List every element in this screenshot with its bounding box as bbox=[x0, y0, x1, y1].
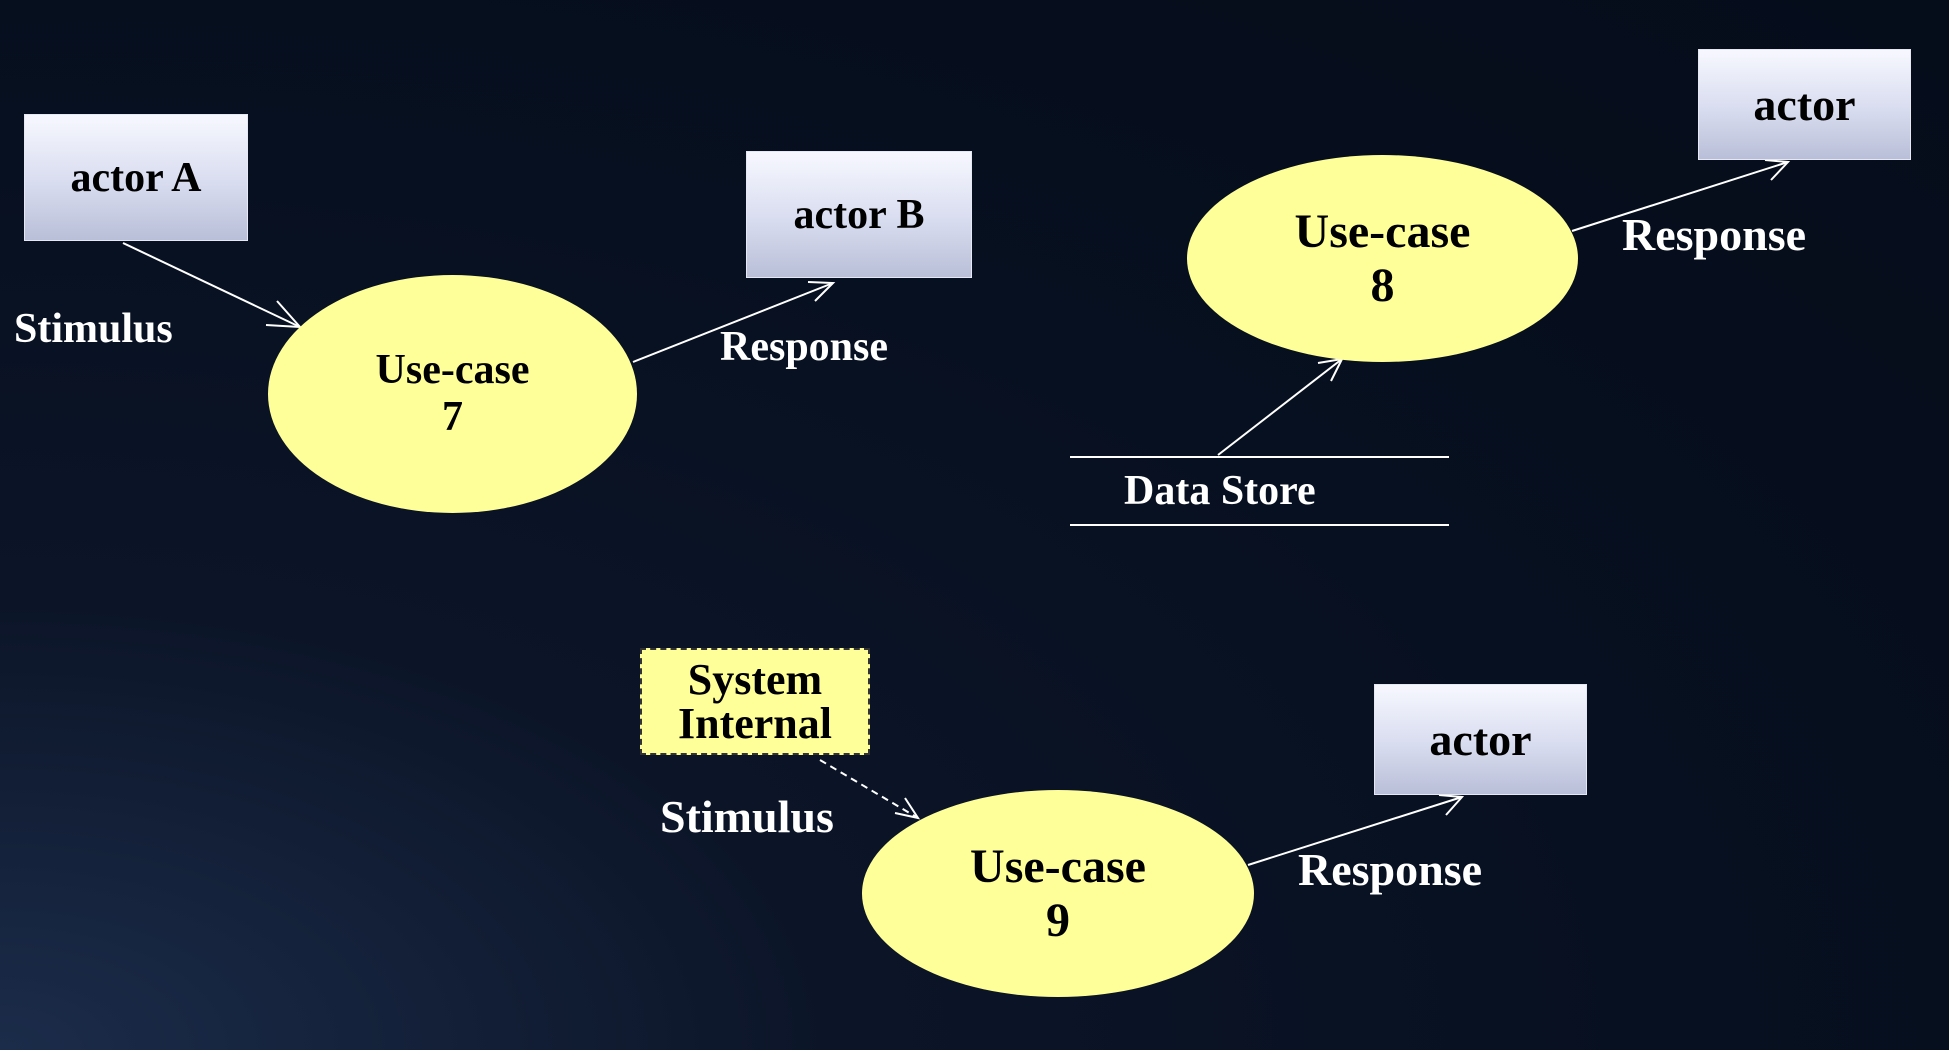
actor-b-box: actor B bbox=[746, 151, 972, 278]
use-case-8-number: 8 bbox=[1370, 258, 1395, 312]
response-arrowhead-8 bbox=[1764, 159, 1791, 181]
data-store-label: Data Store bbox=[1124, 468, 1316, 514]
actor-b-label: actor B bbox=[793, 191, 925, 238]
use-case-7-title: Use-case bbox=[375, 346, 530, 393]
response-label-9: Response bbox=[1298, 844, 1483, 895]
use-case-9-number: 9 bbox=[1046, 893, 1070, 947]
actor-box-9: actor bbox=[1374, 684, 1587, 795]
response-arrow-8 bbox=[1571, 161, 1789, 232]
system-internal-box: System Internal bbox=[640, 648, 870, 755]
actor-a-label: actor A bbox=[70, 154, 202, 201]
stimulus-label-7: Stimulus bbox=[14, 306, 173, 352]
response-label-7: Response bbox=[720, 324, 889, 370]
system-internal-line1: System bbox=[687, 654, 823, 704]
response-arrow-7 bbox=[632, 282, 834, 363]
stimulus-dashed-arrow-9 bbox=[819, 759, 919, 819]
use-case-9: Use-case 9 bbox=[862, 790, 1254, 997]
stimulus-arrow-7 bbox=[122, 242, 301, 328]
response-arrow-9 bbox=[1247, 796, 1463, 866]
use-case-7: Use-case 7 bbox=[268, 275, 637, 513]
response-arrowhead-7 bbox=[807, 281, 836, 302]
response-label-8: Response bbox=[1622, 209, 1807, 260]
actor-a-box: actor A bbox=[24, 114, 248, 241]
response-arrowhead-9 bbox=[1438, 794, 1465, 816]
stimulus-label-9: Stimulus bbox=[660, 791, 834, 842]
stimulus-arrowhead-9 bbox=[894, 797, 921, 820]
use-case-8-title: Use-case bbox=[1294, 204, 1471, 258]
actor-label-9: actor bbox=[1429, 714, 1532, 765]
datastore-arrow-8 bbox=[1217, 358, 1343, 456]
use-case-7-number: 7 bbox=[442, 394, 463, 440]
actor-box-8: actor bbox=[1698, 49, 1911, 160]
system-internal-line2: Internal bbox=[678, 698, 832, 748]
actor-label-8: actor bbox=[1753, 79, 1856, 130]
use-case-9-title: Use-case bbox=[970, 839, 1146, 893]
use-case-8: Use-case 8 bbox=[1187, 155, 1578, 362]
